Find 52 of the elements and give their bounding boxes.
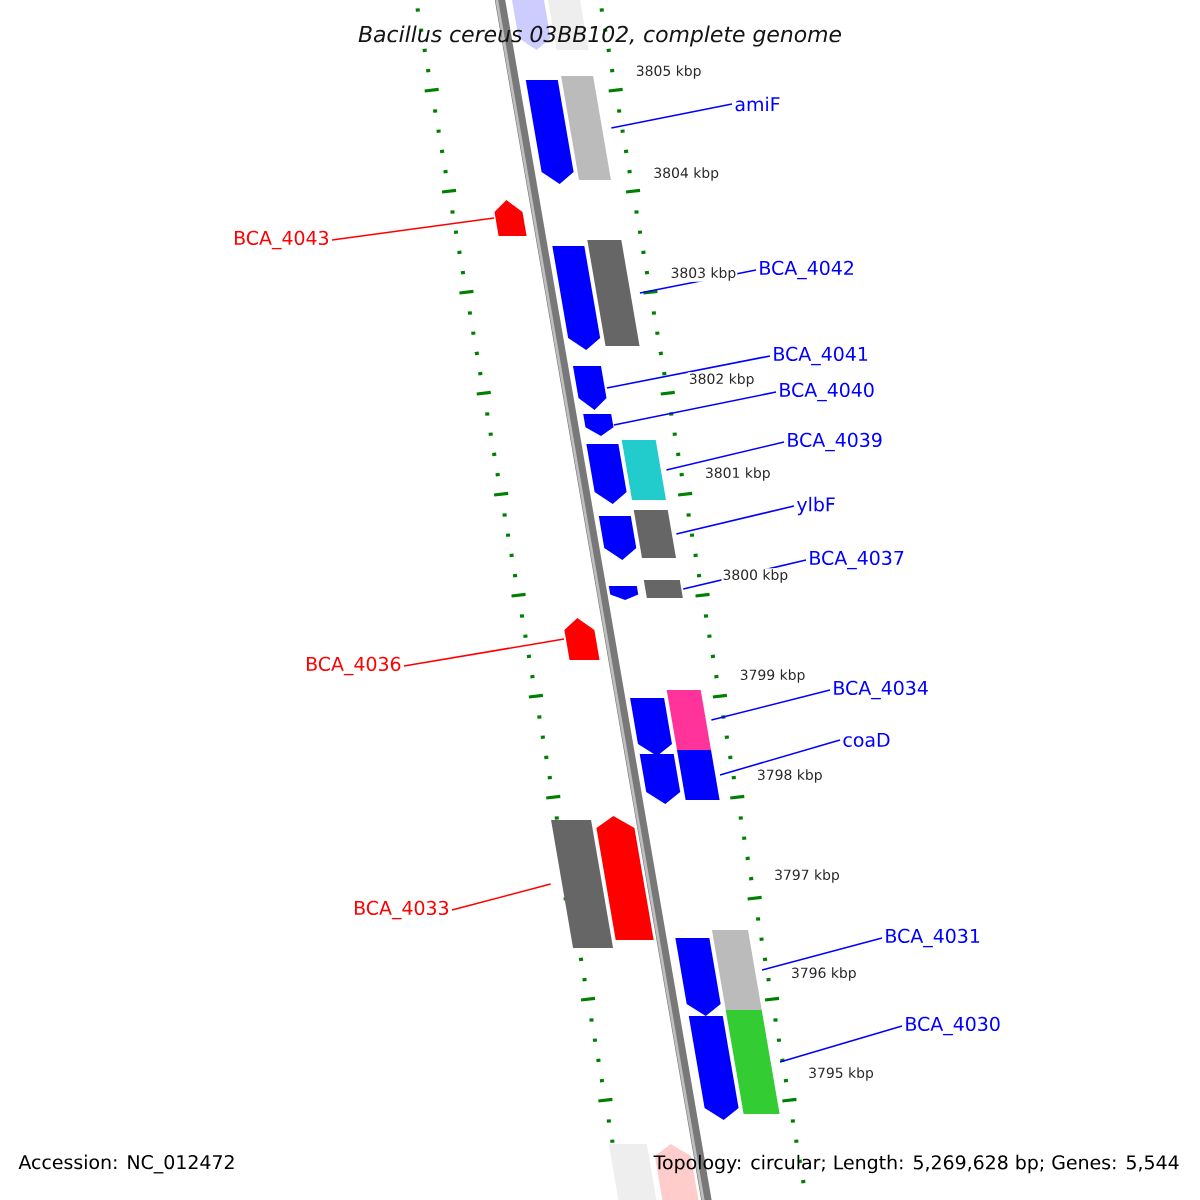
gene-pentagon (494, 200, 527, 236)
gene-block (666, 690, 711, 750)
gene-label: BCA_4042 (760, 260, 853, 280)
gene-pentagon (552, 246, 601, 350)
leader-line (710, 689, 831, 721)
leader-line (403, 638, 565, 667)
gene-block (561, 76, 611, 180)
gene-label: BCA_4037 (810, 550, 904, 570)
gene-block (551, 820, 614, 948)
gene-label: BCA_4030 (906, 1016, 1000, 1036)
gene-label: BCA_4031 (886, 928, 980, 948)
leader-line (451, 883, 552, 911)
gene-pentagon (688, 1016, 739, 1120)
gene-pentagon (598, 516, 637, 560)
leader-line (610, 103, 733, 129)
gene-pentagon (630, 698, 672, 756)
gene-pentagon (639, 754, 681, 804)
gene-pentagon (586, 444, 627, 504)
leader-line (675, 505, 795, 535)
gene-pentagon (675, 938, 721, 1016)
leader-line (331, 217, 495, 241)
gene-block (677, 750, 720, 800)
gene-label: amiF (735, 96, 780, 112)
gene-block (725, 1010, 780, 1114)
gene-pentagon (596, 816, 654, 940)
gene-label: BCA_4039 (788, 432, 882, 452)
gene-label: BCA_4043 (235, 230, 329, 250)
leader-line (779, 1025, 903, 1063)
gene-block (711, 930, 762, 1010)
gene-label: BCA_4041 (774, 346, 868, 366)
gene-block (621, 440, 666, 500)
gene-label: BCA_4034 (834, 680, 928, 700)
leader-line (761, 937, 883, 971)
gene-block (587, 240, 640, 346)
gene-pentagon (572, 366, 607, 410)
gene-label: BCA_4033 (355, 900, 449, 920)
gene-label: ylbF (797, 496, 835, 516)
gene-label: coaD (843, 732, 890, 748)
gene-label: BCA_4036 (307, 656, 401, 676)
gene-block (643, 580, 683, 598)
gene-label: BCA_4040 (780, 382, 874, 402)
leader-line (613, 391, 777, 426)
leader-line (719, 739, 841, 776)
gene-pentagon (564, 618, 600, 660)
accession-text: Accession: NC_012472 (18, 1154, 234, 1174)
gene-block (633, 510, 676, 558)
gene-pentagon (583, 414, 614, 436)
gene-pentagon (608, 586, 639, 600)
leader-line (665, 441, 785, 471)
gene-pentagon (525, 80, 574, 184)
genome-info-text: Topology: circular; Length: 5,269,628 bp; Genes: 5,544 (653, 1154, 1179, 1174)
leader-line (606, 355, 771, 389)
